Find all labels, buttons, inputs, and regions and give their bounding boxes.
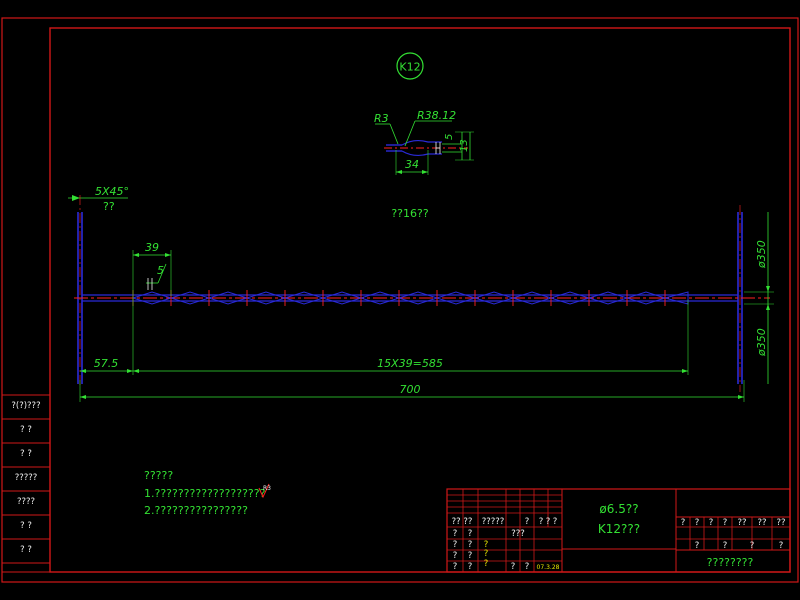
tb-r1-5: ?? [757,518,766,528]
notes-line2: 2.???????????????? [144,504,248,517]
dim-repeat: 15X39=585 [377,357,443,370]
tb-r2-1: ? [723,541,728,551]
side-cell-6: ? ? [20,545,32,555]
tb-r1-1: ? [695,518,700,528]
tb-r1-6: ?? [776,518,785,528]
shaft-body [74,290,770,306]
side-cell-4: ???? [17,497,35,507]
tb-e-4: ? [525,562,530,572]
tb-b-2: ??? [511,529,525,539]
tb-r2-0: ? [695,541,700,551]
detail-radius-small: R3 [374,112,389,125]
tb-e-2: ? [484,559,489,569]
tb-e-1: ? [468,562,473,572]
detail-dim-a: 5 [444,134,455,140]
dim-total: 700 [400,383,421,396]
dim-pitch: 39 [145,241,159,254]
side-cell-5: ? ? [20,521,32,531]
tb-r2-3: ? [779,541,784,551]
tb-e-3: ? [511,562,516,572]
detail-dim-length: 34 [405,158,419,171]
tb-r1-0: ? [681,518,686,528]
tb-b-0: ? [453,529,458,539]
tb-r1-3: ? [723,518,728,528]
notes-heading: ????? [144,469,173,482]
shaft-dimensions: 39 5 57.5 15X39=585 700 ø350 ø350 [79,212,774,402]
tb-c-1: ? [468,540,473,550]
tb-part: K12??? [598,522,640,536]
roughness-icon [258,483,270,499]
tb-d-1: ? [468,551,473,561]
tb-a-3: ? [539,517,544,527]
chamfer-value: 5X45° [95,185,129,198]
side-cell-2: ? ? [20,449,32,459]
detail-dim-b: 13 [459,139,470,152]
inner-border [49,27,791,573]
side-cell-1: ? ? [20,425,32,435]
side-panel: ?(?)??? ? ? ? ? ????? ???? ? ? ? ? [1,394,51,573]
tb-c-0: ? [453,540,458,550]
notes-line1: 1.??????????????????? [144,487,266,500]
dim-dia-top: ø350 [755,240,768,269]
tb-c-2: ? [484,540,489,550]
tb-r1-2: ? [709,518,714,528]
tb-a-4: ? [546,517,551,527]
detail-view: R3 R38.12 5 13 34 [374,109,474,175]
part-balloon: K12 [396,52,424,80]
tb-material: ø6.5?? [599,502,638,516]
tb-e-0: ? [453,562,458,572]
detail-radius-large: R38.12 [417,109,456,122]
chamfer-note: ?? [103,200,115,213]
tb-company: ???????? [707,556,754,569]
roughness-value: R3 [263,485,271,492]
dim-dia-bottom: ø350 [755,328,768,357]
tb-b-1: ? [468,529,473,539]
side-cell-3: ????? [15,473,38,483]
tb-a-5: ? [553,517,558,527]
tb-a-1: ????? [482,517,505,527]
tb-date: 07.3.28 [537,564,560,571]
title-block: ?? ?? ????? ? ? ? ? ? ? ??? ? ? ? ? ? ? … [446,488,791,573]
tb-r1-4: ?? [737,518,746,528]
dim-notch: 5 [157,264,164,277]
center-note: ??16?? [391,207,429,220]
side-cell-0: ?(?)??? [11,401,40,411]
svg-text:K12: K12 [399,61,420,74]
technical-notes: ????? 1.??????????????????? 2.??????????… [144,469,271,517]
tb-r2-2: ? [750,541,755,551]
dim-start: 57.5 [94,357,119,370]
tb-d-0: ? [453,551,458,561]
tb-a-0: ?? ?? [452,517,473,527]
outer-border [1,17,799,583]
tb-a-2: ? [525,517,530,527]
chamfer-callout: 5X45° ?? [68,185,129,213]
tb-d-2: ? [484,549,489,559]
